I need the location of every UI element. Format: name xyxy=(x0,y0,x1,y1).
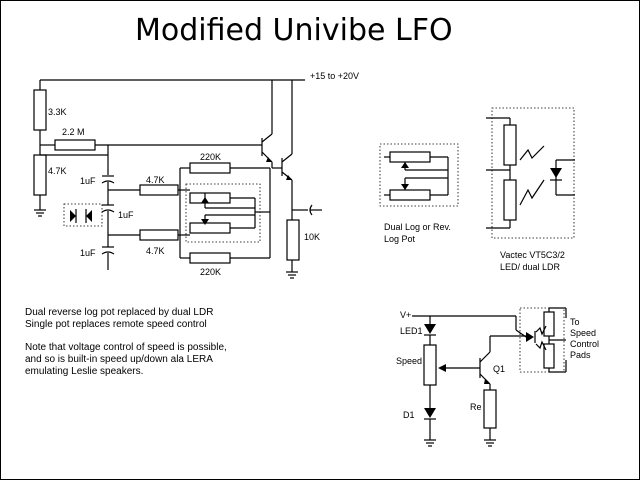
vactec-ldr-detail xyxy=(486,107,575,239)
pads-label-line-3: Control xyxy=(570,339,599,349)
r-upper-220-label: 220K xyxy=(200,152,221,162)
note-line-5: emulating Leslie speakers. xyxy=(25,366,143,377)
note-line-4: and so is built-in speed up/down ala LER… xyxy=(25,354,213,365)
q1-label: Q1 xyxy=(493,364,505,374)
resistor-220k-lower xyxy=(189,252,231,264)
ground-symbol-left xyxy=(34,209,46,217)
ldr-caption-line-2: LED/ dual LDR xyxy=(500,262,561,272)
clamp-diodes xyxy=(63,203,103,227)
ground-symbol-d1 xyxy=(424,439,436,447)
ground-symbol-re xyxy=(484,439,496,447)
resistor-4-7k-lower xyxy=(139,229,179,241)
lfo-main-circuit: +15 to +20V 3.3K 4.7K 2.2 M 1uF xyxy=(33,71,359,279)
d1-symbol xyxy=(424,408,436,420)
note-line-2: Single pot replaces remote speed control xyxy=(25,319,207,330)
transistor-q1 xyxy=(479,351,491,385)
c-mid-label: 1uF xyxy=(118,210,134,220)
c-lower-label: 1uF xyxy=(80,248,96,258)
resistor-re xyxy=(483,389,497,429)
transistor-q-second xyxy=(281,153,293,181)
resistor-4-7k-upper xyxy=(139,184,179,196)
capacitor-upper xyxy=(101,175,115,184)
pads-label-line-1: To xyxy=(570,317,580,327)
supply-label: +15 to +20V xyxy=(310,71,359,81)
r-feedback-label: 2.2 M xyxy=(62,127,85,137)
resistor-10k xyxy=(286,219,300,261)
pads-label-line-4: Pads xyxy=(570,350,591,360)
r-lower-series-label: 4.7K xyxy=(146,246,165,256)
resistor-4-7k-bottom xyxy=(33,154,47,196)
d1-label: D1 xyxy=(403,410,415,420)
notes-block: Dual reverse log pot replaced by dual LD… xyxy=(25,307,227,377)
r-top-label: 3.3K xyxy=(48,107,67,117)
r-emitter-label: 10K xyxy=(304,232,320,242)
ground-symbol-right xyxy=(286,271,298,279)
resistor-3-3k xyxy=(33,89,47,131)
capacitor-mid xyxy=(101,204,115,213)
pot-caption-line-2: Log Pot xyxy=(384,234,416,244)
transistor-q-first xyxy=(261,133,273,163)
note-line-1: Dual reverse log pot replaced by dual LD… xyxy=(25,307,213,318)
speed-pot xyxy=(423,344,437,386)
capacitor-lower xyxy=(101,246,115,255)
speed-label: Speed xyxy=(396,356,422,366)
r-upper-series-label: 4.7K xyxy=(146,175,165,185)
opto-led xyxy=(526,331,536,343)
resistor-2-2m xyxy=(54,139,96,151)
re-label: Re xyxy=(470,402,482,412)
c-upper-label: 1uF xyxy=(80,176,96,186)
pads-label-line-2: Speed xyxy=(570,328,596,338)
resistor-220k-upper xyxy=(189,162,231,174)
led1-symbol xyxy=(424,324,436,336)
dual-pot-main xyxy=(185,183,261,243)
diagram-title: Modified Univibe LFO xyxy=(135,13,453,48)
speed-control-circuit: V+ LED1 Speed D1 xyxy=(396,307,567,447)
vplus-label: V+ xyxy=(400,310,411,320)
r-bottom-label: 4.7K xyxy=(48,166,67,176)
pot-caption-line-1: Dual Log or Rev. xyxy=(384,222,451,232)
r-lower-220-label: 220K xyxy=(200,267,221,277)
dual-log-pot-detail xyxy=(379,143,459,207)
note-line-3: Note that voltage control of speed is po… xyxy=(25,342,227,353)
ldr-caption-line-1: Vactec VT5C3/2 xyxy=(500,250,565,260)
led1-label: LED1 xyxy=(400,326,423,336)
